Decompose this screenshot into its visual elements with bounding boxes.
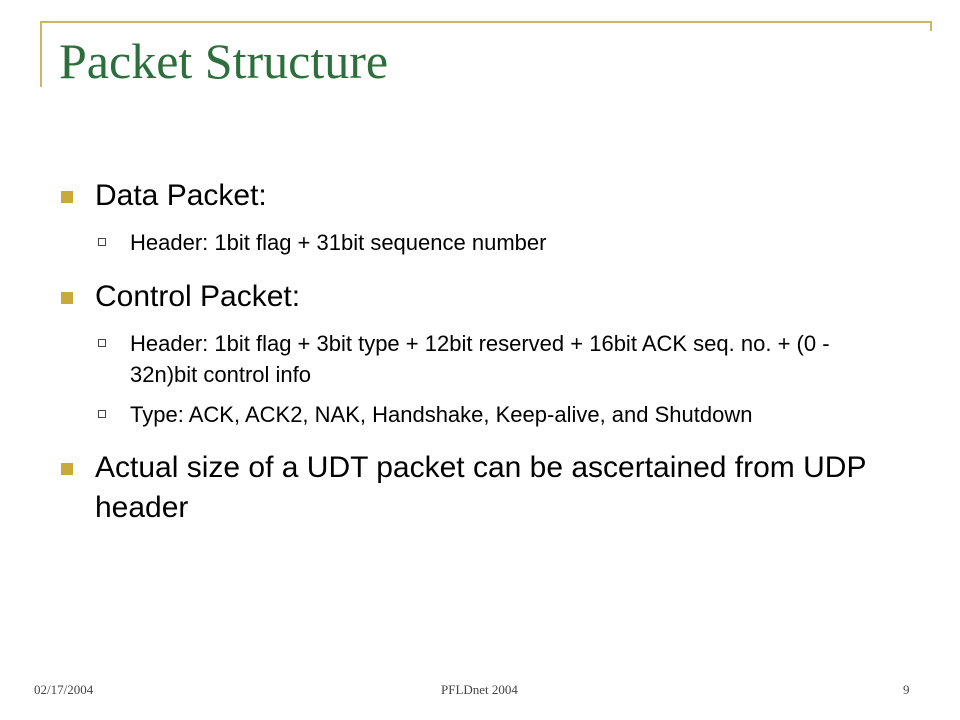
slide-title: Packet Structure [59,33,389,89]
sub-bullet-control-type: Type: ACK, ACK2, NAK, Handshake, Keep-al… [60,399,900,430]
square-bullet-icon [61,191,73,203]
footer-page-number: 9 [903,682,910,697]
sub-bullet-text: Header: 1bit flag + 3bit type + 12bit re… [130,331,830,387]
sub-bullet-text: Type: ACK, ACK2, NAK, Handshake, Keep-al… [130,402,753,427]
hollow-square-bullet-icon [98,410,106,418]
bullet-control-packet: Control Packet: [60,277,900,317]
corner-rule-left [40,21,42,87]
square-bullet-icon [61,463,73,475]
square-bullet-icon [61,292,73,304]
slide-body: Data Packet: Header: 1bit flag + 31bit s… [60,176,900,528]
bullet-text: Actual size of a UDT packet can be ascer… [95,451,866,524]
bullet-text: Data Packet: [95,179,267,212]
bullet-actual-size: Actual size of a UDT packet can be ascer… [60,448,900,528]
hollow-square-bullet-icon [98,238,106,246]
corner-rule-right [930,21,932,31]
sub-bullet-text: Header: 1bit flag + 31bit sequence numbe… [130,230,547,255]
sub-bullet-control-header: Header: 1bit flag + 3bit type + 12bit re… [60,328,900,390]
footer-date: 02/17/2004 [34,682,94,697]
corner-rule-top [40,21,932,23]
hollow-square-bullet-icon [98,339,106,347]
bullet-data-packet: Data Packet: [60,176,900,216]
bullet-text: Control Packet: [95,280,301,313]
sub-bullet-data-header: Header: 1bit flag + 31bit sequence numbe… [60,227,900,258]
footer-event: PFLDnet 2004 [441,682,518,697]
